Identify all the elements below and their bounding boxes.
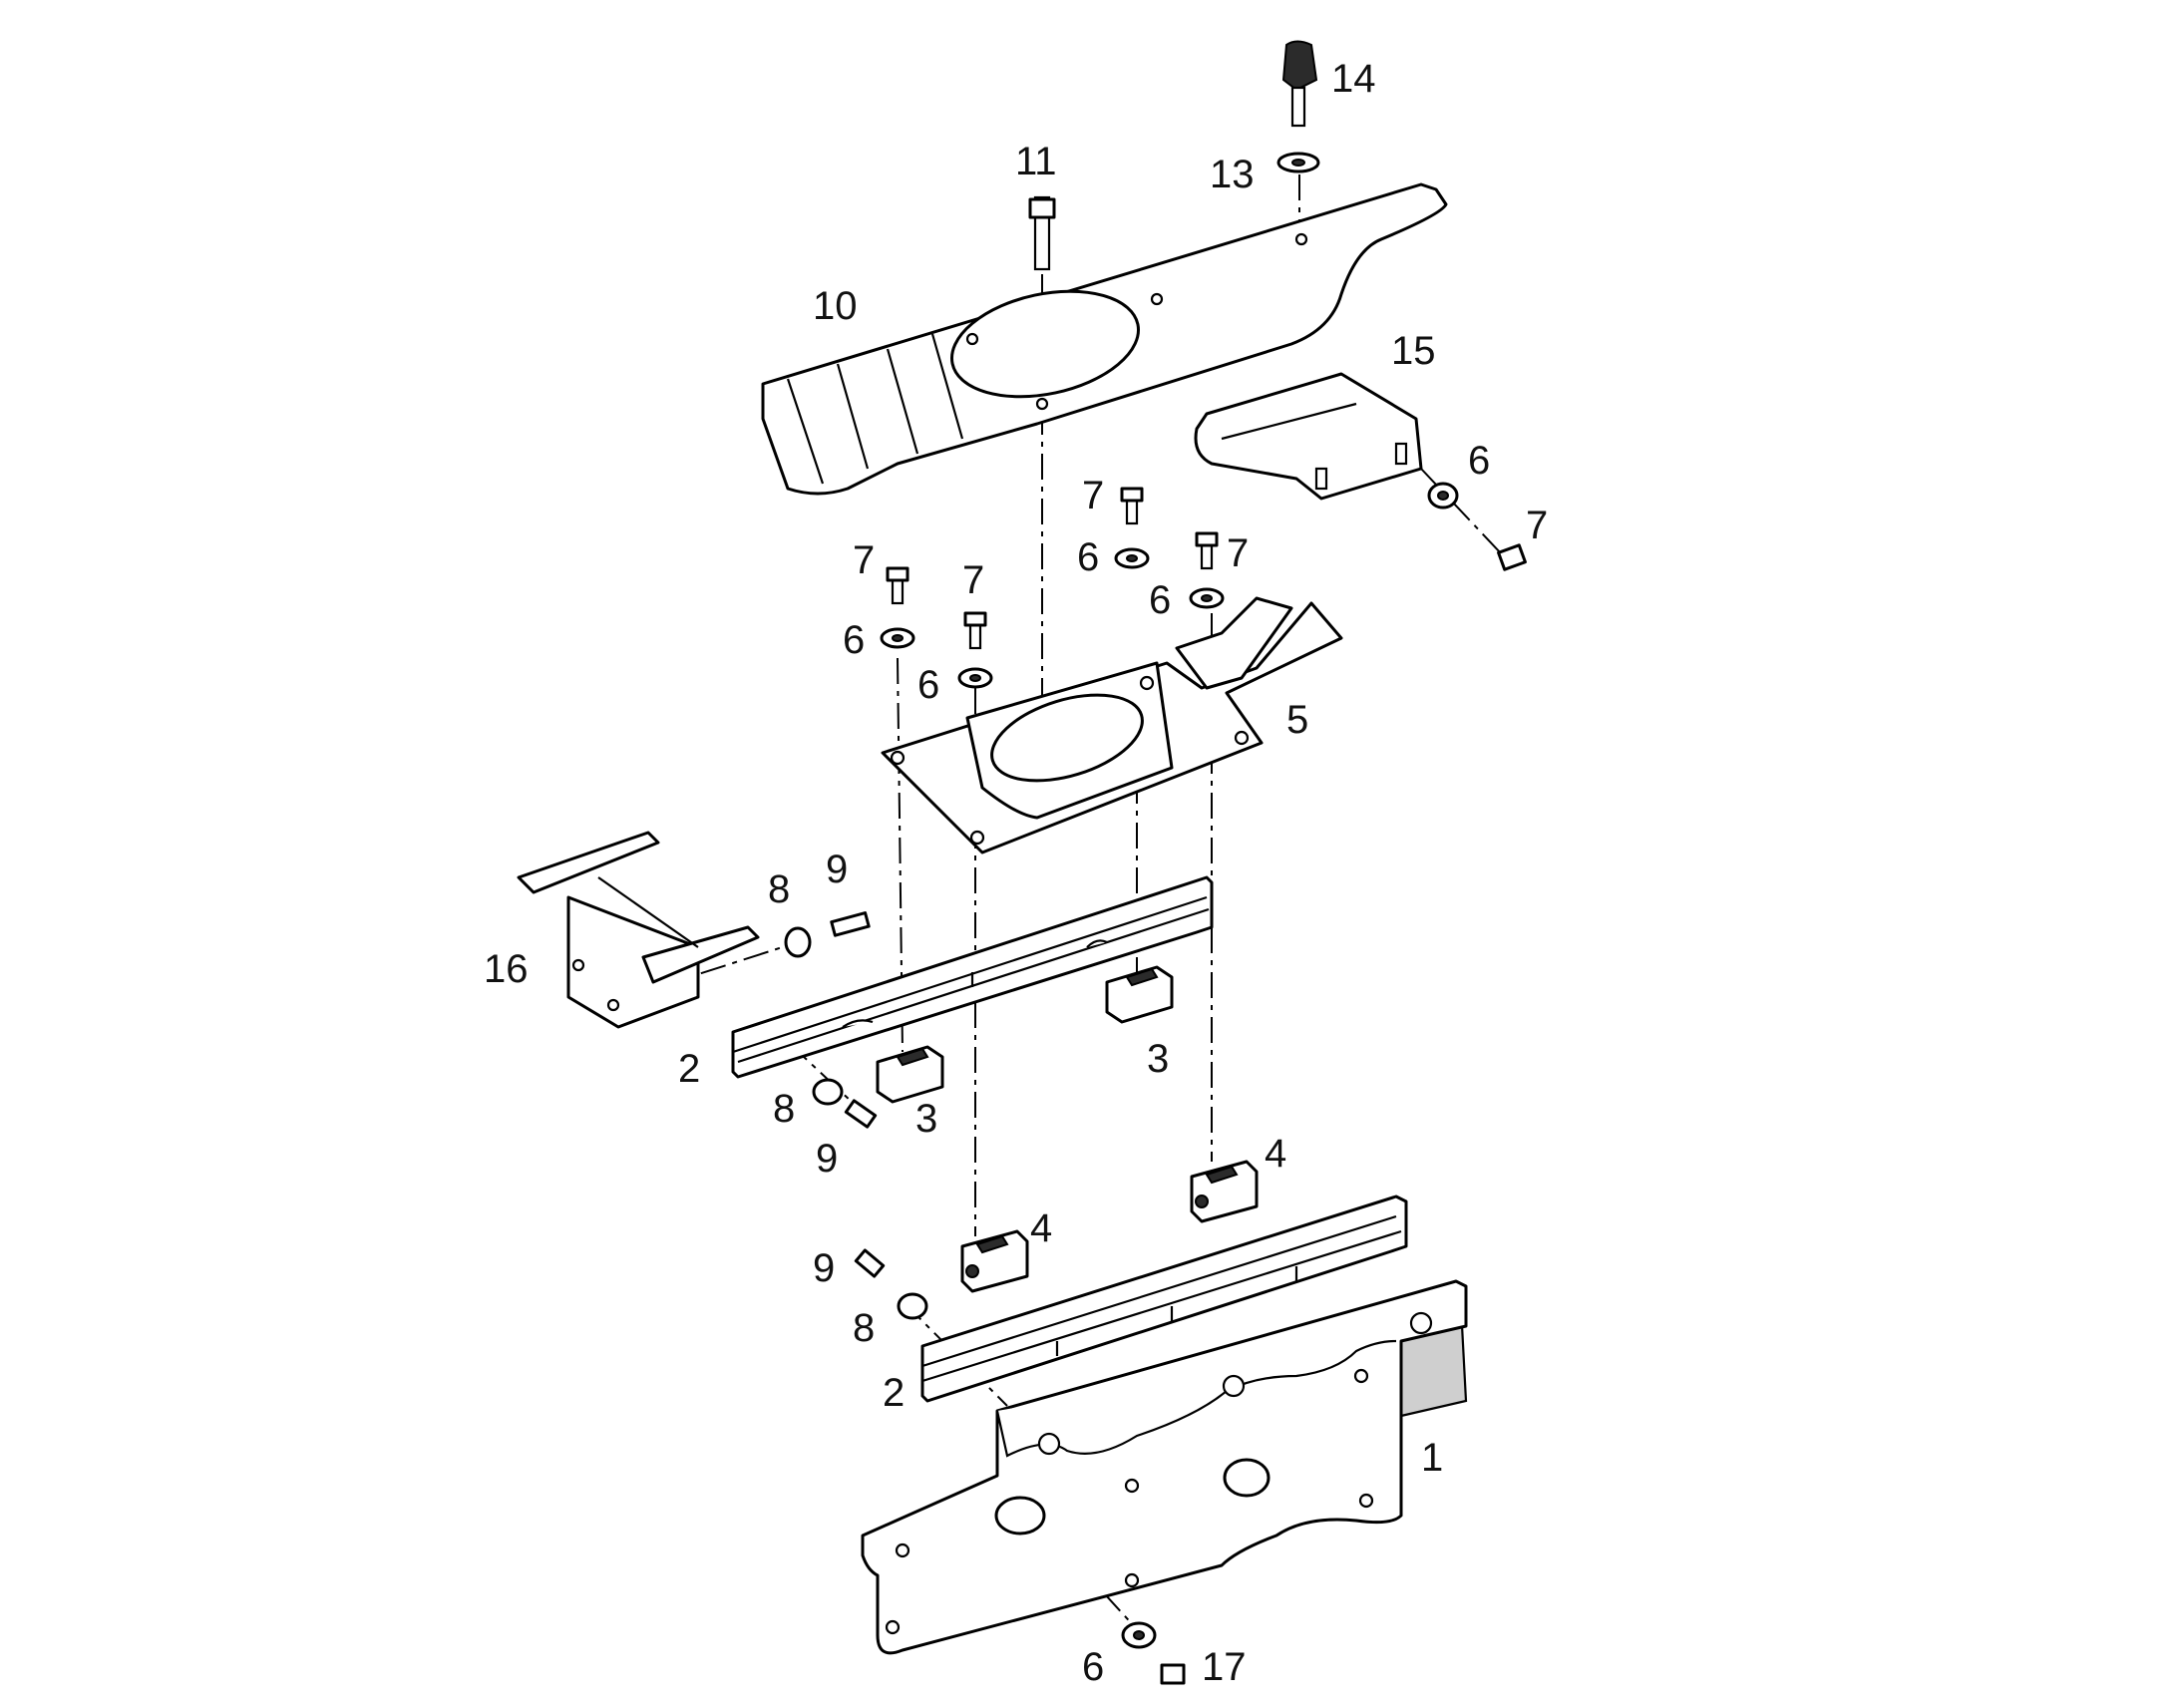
callout-1: 1 <box>1421 1436 1443 1480</box>
callout-7: 7 <box>962 558 984 602</box>
callout-2: 2 <box>678 1047 700 1091</box>
callout-5: 5 <box>1286 698 1308 742</box>
part-14-knob <box>1281 40 1318 128</box>
callout-6: 6 <box>1082 1645 1104 1689</box>
part-10-cover-plate <box>761 182 1448 496</box>
callout-8: 8 <box>768 867 790 911</box>
callout-13: 13 <box>1210 153 1255 196</box>
callout-10: 10 <box>813 284 858 328</box>
callout-17: 17 <box>1202 1645 1247 1689</box>
callout-14: 14 <box>1331 57 1376 101</box>
fastener-set-8-9 <box>784 911 1186 1685</box>
callout-7: 7 <box>1082 474 1104 517</box>
part-4-carriage-left <box>960 1229 1029 1293</box>
callout-9: 9 <box>813 1246 835 1290</box>
part-11-screw <box>1028 195 1056 271</box>
callout-4: 4 <box>1030 1206 1052 1250</box>
callout-6: 6 <box>1077 535 1099 579</box>
callout-8: 8 <box>853 1306 875 1350</box>
part-5-adapter-plate <box>881 596 1343 854</box>
callout-6: 6 <box>917 663 939 707</box>
fastener-set-7-6 <box>880 482 1527 689</box>
part-3-carriage-left <box>876 1045 944 1104</box>
callout-6: 6 <box>1149 578 1171 622</box>
callout-7: 7 <box>853 538 875 582</box>
callout-4: 4 <box>1265 1132 1286 1176</box>
callout-15: 15 <box>1391 329 1436 373</box>
part-16-handle <box>517 831 760 1029</box>
callout-3: 3 <box>1147 1037 1169 1081</box>
part-13-washer <box>1276 152 1320 173</box>
callout-11: 11 <box>1015 140 1057 183</box>
part-1-mounting-bracket <box>861 1279 1468 1655</box>
callout-9: 9 <box>826 848 848 891</box>
callout-7: 7 <box>1227 531 1249 575</box>
callout-9: 9 <box>816 1137 838 1181</box>
part-4-carriage-right <box>1190 1160 1259 1223</box>
part-2-upper-rail <box>731 875 1214 1079</box>
part-3-carriage-right <box>1105 965 1174 1024</box>
part-15-slotted-bracket <box>1194 372 1423 501</box>
callout-6: 6 <box>1468 439 1490 483</box>
callout-labels: 14 13 11 10 15 6 7 7 6 7 6 7 6 7 6 5 8 9… <box>484 57 1548 1689</box>
callout-8: 8 <box>773 1087 795 1131</box>
callout-16: 16 <box>484 947 529 991</box>
callout-7: 7 <box>1526 504 1548 547</box>
part-2-lower-rail <box>920 1195 1408 1403</box>
callout-3: 3 <box>915 1097 937 1141</box>
callout-2: 2 <box>883 1371 905 1415</box>
callout-6: 6 <box>843 618 865 662</box>
